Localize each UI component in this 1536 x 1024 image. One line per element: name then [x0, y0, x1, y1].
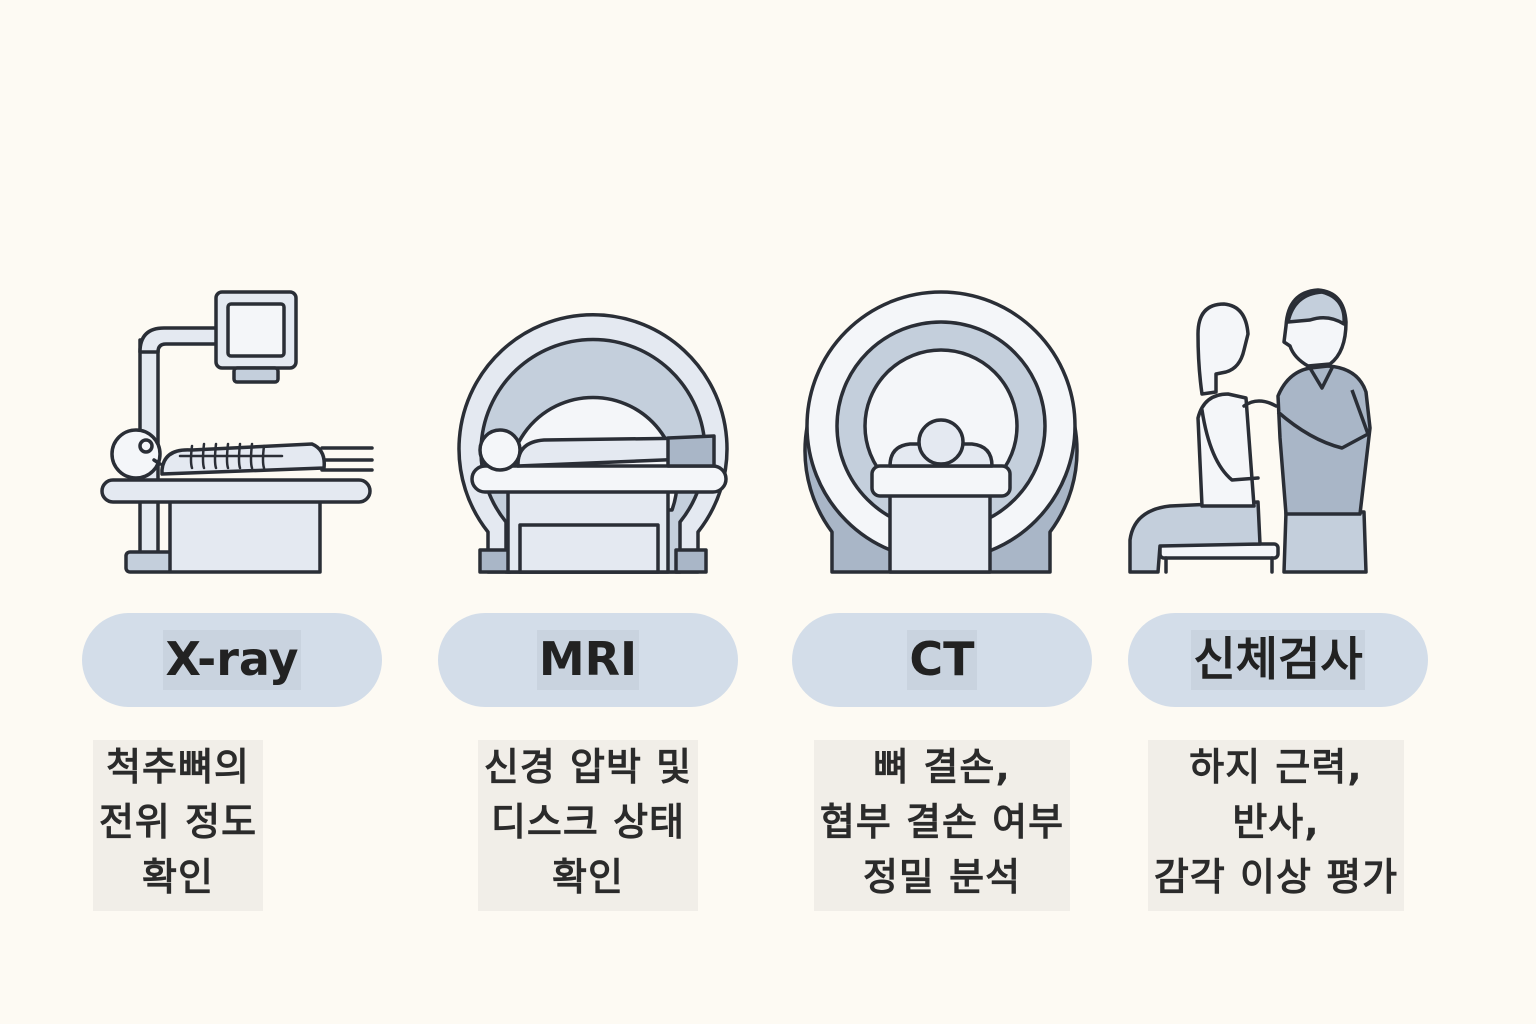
- ct-title-pill: CT: [792, 613, 1092, 707]
- exam-description-wrap: 하지 근력, 반사, 감각 이상 평가: [1096, 740, 1456, 911]
- xray-description: 척추뼈의 전위 정도 확인: [92, 740, 264, 911]
- exam-title: 신체검사: [1191, 630, 1365, 690]
- exam-title-pill: 신체검사: [1128, 613, 1428, 707]
- ct-scanner-icon: [762, 270, 1122, 590]
- xray-machine-icon: [52, 270, 412, 590]
- ct-title: CT: [907, 630, 977, 690]
- card-mri: MRI 신경 압박 및 디스크 상태 확인: [408, 0, 768, 1024]
- card-physical-exam: 신체검사 하지 근력, 반사, 감각 이상 평가: [1098, 0, 1458, 1024]
- mri-title-pill: MRI: [438, 613, 738, 707]
- exam-description: 하지 근력, 반사, 감각 이상 평가: [1147, 740, 1405, 911]
- physical-exam-icon: [1098, 270, 1458, 590]
- ct-description-wrap: 뼈 결손, 협부 결손 여부 정밀 분석: [762, 740, 1122, 911]
- xray-title: X-ray: [163, 630, 301, 690]
- xray-description-wrap: 척추뼈의 전위 정도 확인: [0, 740, 358, 911]
- ct-description: 뼈 결손, 협부 결손 여부 정밀 분석: [813, 740, 1071, 911]
- card-ct: CT 뼈 결손, 협부 결손 여부 정밀 분석: [762, 0, 1122, 1024]
- mri-description: 신경 압박 및 디스크 상태 확인: [477, 740, 699, 911]
- xray-title-pill: X-ray: [82, 613, 382, 707]
- card-xray: X-ray 척추뼈의 전위 정도 확인: [52, 0, 412, 1024]
- mri-scanner-icon: [408, 270, 768, 590]
- mri-description-wrap: 신경 압박 및 디스크 상태 확인: [408, 740, 768, 911]
- mri-title: MRI: [536, 630, 640, 690]
